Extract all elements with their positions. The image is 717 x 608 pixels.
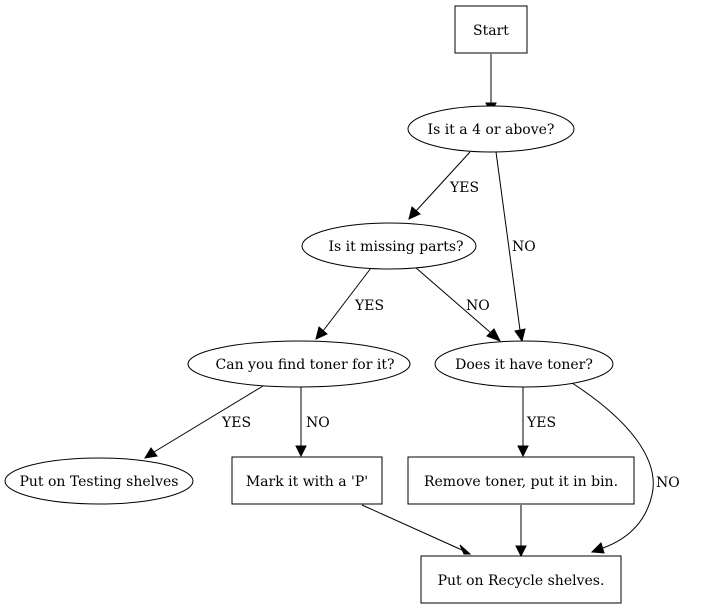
node-remove-toner-label: Remove toner, put it in bin. <box>424 474 618 490</box>
node-recycle-shelves-label: Put on Recycle shelves. <box>438 573 605 589</box>
node-start-label: Start <box>473 23 509 39</box>
edge-missing-no: NO <box>414 266 502 342</box>
node-has-toner-label: Does it have toner? <box>455 357 593 373</box>
node-remove-toner: Remove toner, put it in bin. <box>407 456 635 505</box>
edge-label-find-no: NO <box>306 415 330 431</box>
edge-label-has-yes: YES <box>526 415 556 431</box>
edge-label-four-yes: YES <box>449 180 479 196</box>
node-find-toner: Can you find toner for it? <box>187 340 411 388</box>
node-testing-shelves: Put on Testing shelves <box>4 457 194 505</box>
edges: YES NO YES NO YES NO <box>144 54 680 558</box>
edge-remove-to-recycle <box>515 505 527 558</box>
edge-label-has-no: NO <box>656 475 680 491</box>
node-find-toner-label: Can you find toner for it? <box>216 357 395 373</box>
edge-label-missing-no: NO <box>466 298 490 314</box>
edge-missing-yes: YES <box>315 267 384 340</box>
node-four-or-above: Is it a 4 or above? <box>407 105 575 153</box>
node-has-toner: Does it have toner? <box>434 340 614 388</box>
edge-four-yes: YES <box>408 151 479 220</box>
edge-label-find-yes: YES <box>221 415 251 431</box>
node-recycle-shelves: Put on Recycle shelves. <box>420 555 622 604</box>
node-four-or-above-label: Is it a 4 or above? <box>428 122 555 138</box>
edge-label-missing-yes: YES <box>354 298 384 314</box>
node-testing-shelves-label: Put on Testing shelves <box>19 474 178 490</box>
edge-start-to-four <box>485 54 497 115</box>
edge-has-yes: YES <box>517 386 556 458</box>
edge-find-yes: YES <box>144 385 264 459</box>
edge-find-no: NO <box>295 386 330 458</box>
node-missing-parts-label: Is it missing parts? <box>328 239 463 255</box>
edge-label-four-no: NO <box>512 239 536 255</box>
node-missing-parts: Is it missing parts? <box>301 222 477 270</box>
edge-four-no: NO <box>495 151 536 343</box>
node-mark-p: Mark it with a 'P' <box>231 456 383 505</box>
edge-mark-to-recycle <box>361 504 472 555</box>
edge-has-no: NO <box>568 380 680 554</box>
node-mark-p-label: Mark it with a 'P' <box>246 474 368 490</box>
nodes: Start Is it a 4 or above? Is it missing … <box>4 5 635 604</box>
node-start: Start <box>454 5 528 54</box>
